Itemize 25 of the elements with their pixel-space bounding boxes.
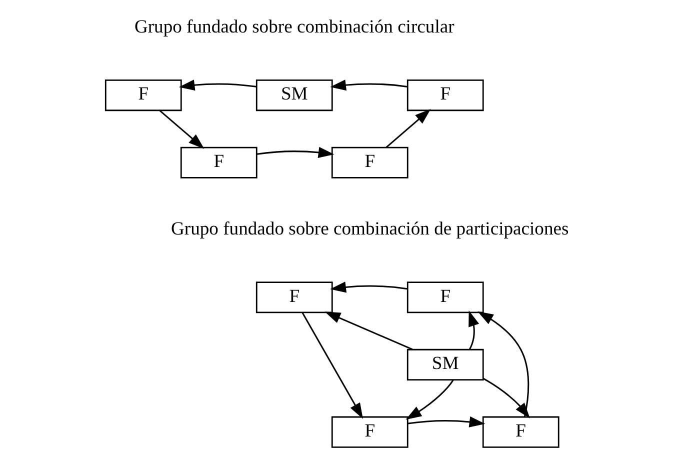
node-box: F bbox=[406, 282, 484, 314]
node-box: F bbox=[406, 79, 484, 112]
arrow bbox=[405, 380, 454, 420]
arrow bbox=[178, 80, 256, 91]
label: Grupo fundado sobre combinación circular bbox=[134, 16, 454, 38]
arrow bbox=[385, 109, 430, 148]
node-box: F bbox=[255, 282, 332, 314]
arrow bbox=[256, 146, 334, 158]
node-box: F bbox=[104, 79, 182, 112]
label: Grupo fundado sobre combinación de participaciones bbox=[170, 218, 568, 240]
arrow bbox=[330, 80, 408, 91]
arrow bbox=[158, 110, 204, 149]
node-box: F bbox=[180, 146, 257, 178]
arrow bbox=[330, 282, 408, 293]
node-box: SM bbox=[255, 79, 332, 112]
arrow bbox=[468, 310, 479, 350]
arrow bbox=[324, 312, 412, 350]
node-box: F bbox=[330, 146, 408, 178]
arrow bbox=[482, 378, 530, 418]
arrow bbox=[477, 311, 529, 417]
node-box: F bbox=[330, 416, 408, 448]
arrow bbox=[407, 416, 485, 428]
node-box: F bbox=[482, 416, 559, 448]
node-box: SM bbox=[406, 348, 484, 381]
arrow bbox=[301, 312, 362, 419]
